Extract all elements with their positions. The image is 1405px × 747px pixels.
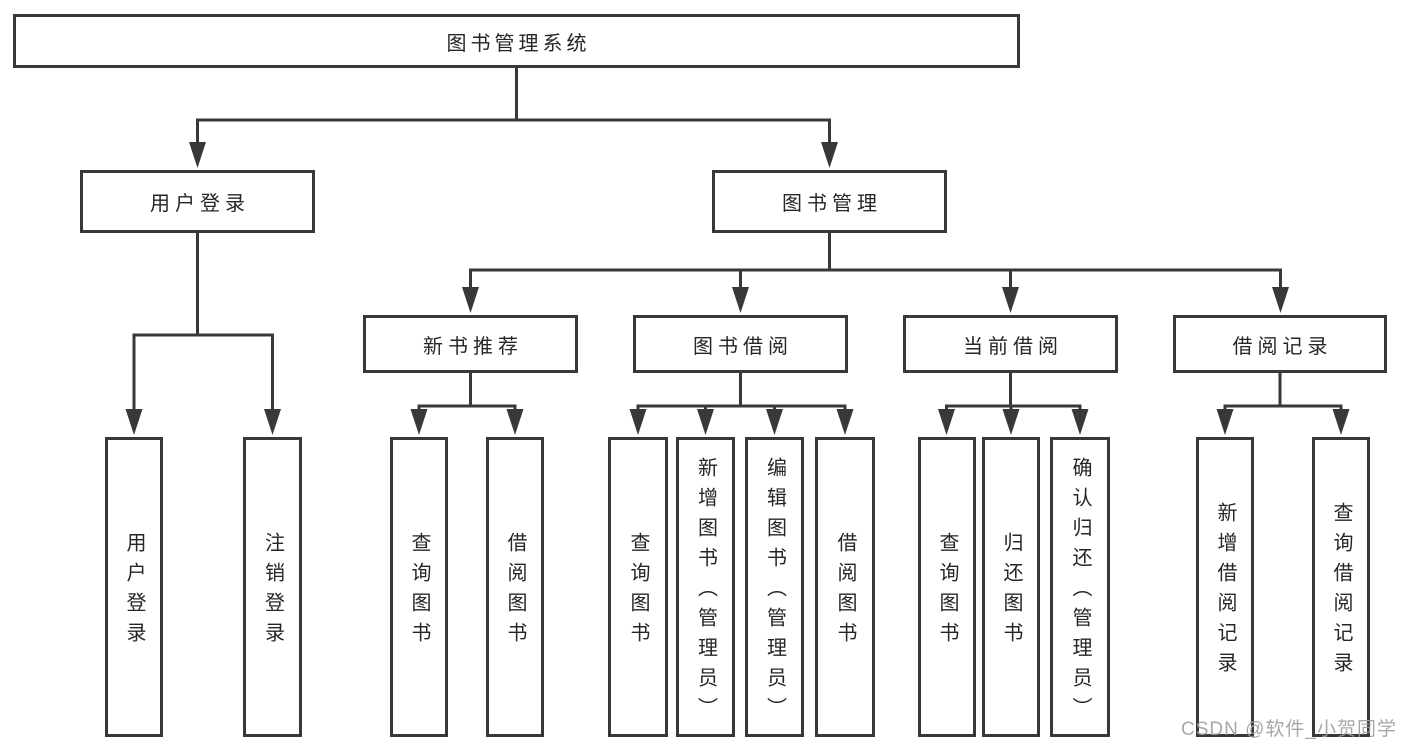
connector-root-to-level2: [196, 68, 831, 144]
leaf-query-books-recommend: 查询图书: [390, 437, 448, 737]
arrowhead: [766, 409, 783, 435]
leaf-logout: 注销登录: [243, 437, 302, 737]
leaf-label: 确认归还（管理员）: [1069, 457, 1091, 727]
leaf-query-borrow-record: 查询借阅记录: [1312, 437, 1370, 737]
leaf-edit-book-admin: 编辑图书（管理员）: [745, 437, 804, 737]
arrowhead: [1002, 409, 1020, 435]
leaf-label: 借阅图书: [504, 532, 526, 652]
arrowhead: [1071, 409, 1089, 435]
node-book-borrowing: 图书借阅: [633, 315, 848, 373]
arrowhead: [1002, 287, 1019, 313]
arrowhead: [1272, 287, 1289, 313]
leaf-label: 新增图书（管理员）: [694, 457, 717, 727]
node-user-login: 用户登录: [80, 170, 315, 233]
arrowhead: [1216, 409, 1234, 435]
arrowhead: [1332, 409, 1350, 435]
arrowhead: [732, 287, 749, 313]
csdn-watermark: CSDN @软件_小贺同学: [1181, 719, 1397, 740]
arrowhead: [125, 409, 143, 435]
leaf-label: 注销登录: [261, 532, 284, 652]
leaf-label: 新增借阅记录: [1214, 502, 1236, 682]
node-new-book-recommendation: 新书推荐: [363, 315, 578, 373]
arrowhead: [938, 409, 955, 435]
node-borrowing-records: 借阅记录: [1173, 315, 1387, 373]
node-library-management-system: 图书管理系统: [13, 14, 1020, 68]
arrowhead: [836, 409, 854, 435]
arrowhead: [462, 287, 479, 313]
leaf-label: 查询图书: [408, 532, 430, 652]
leaf-label: 查询图书: [627, 532, 649, 652]
leaf-label: 查询借阅记录: [1330, 502, 1352, 682]
arrowhead: [506, 409, 524, 435]
connector-bookmgmt-to-level3: [469, 233, 1282, 289]
leaf-label: 归还图书: [1000, 532, 1022, 652]
leaf-label: 借阅图书: [834, 532, 856, 652]
arrowhead: [697, 409, 714, 435]
arrowhead: [264, 409, 281, 435]
node-book-management: 图书管理: [712, 170, 947, 233]
connector-current-to-leaves: [945, 373, 1082, 411]
leaf-query-books-current: 查询图书: [918, 437, 976, 737]
leaf-return-book: 归还图书: [982, 437, 1040, 737]
arrowhead: [821, 142, 838, 168]
connector-borrowing-to-leaves: [636, 373, 847, 411]
leaf-label: 用户登录: [123, 532, 145, 652]
leaf-label: 编辑图书（管理员）: [763, 457, 786, 727]
connector-records-to-leaves: [1223, 373, 1343, 411]
leaf-add-book-admin: 新增图书（管理员）: [676, 437, 735, 737]
leaf-borrow-books-recommend: 借阅图书: [486, 437, 544, 737]
leaf-borrow-books: 借阅图书: [815, 437, 875, 737]
connector-userlogin-to-leaves: [132, 233, 274, 411]
arrowhead: [629, 409, 647, 435]
arrowhead: [410, 409, 428, 435]
arrowhead: [189, 142, 206, 168]
connector-newbooks-to-leaves: [417, 373, 517, 411]
leaf-query-books-borrowing: 查询图书: [608, 437, 668, 737]
node-current-borrowing: 当前借阅: [903, 315, 1118, 373]
leaf-label: 查询图书: [936, 532, 958, 652]
leaf-user-login: 用户登录: [105, 437, 163, 737]
leaf-confirm-return-admin: 确认归还（管理员）: [1050, 437, 1110, 737]
leaf-add-borrow-record: 新增借阅记录: [1196, 437, 1254, 737]
